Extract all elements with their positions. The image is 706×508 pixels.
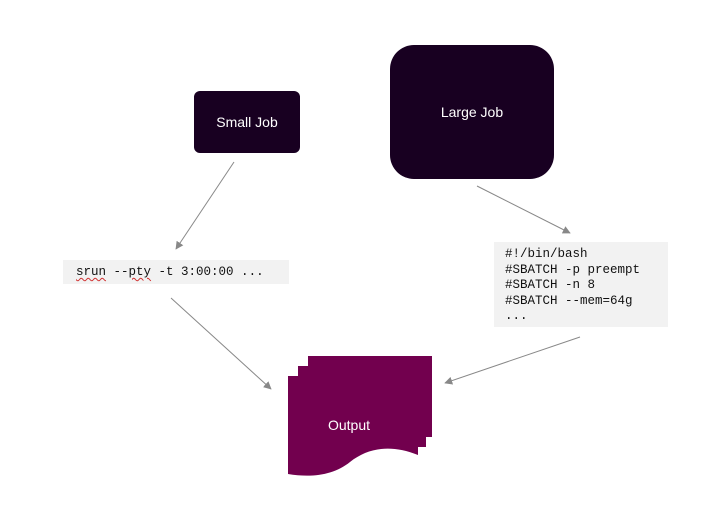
output-doc-middle	[298, 366, 426, 447]
srun-command-box: srun --pty -t 3:00:00 ...	[63, 260, 289, 284]
srun-option-rest: -t 3:00:00 ...	[151, 265, 264, 279]
sbatch-line-shebang: #!/bin/bash	[505, 247, 588, 261]
arrow-small-job-to-srun	[175, 161, 235, 250]
sbatch-line-ellipsis: ...	[505, 309, 528, 323]
output-doc-front	[288, 376, 418, 476]
sbatch-line-tasks: #SBATCH -n 8	[505, 278, 596, 292]
large-job-label: Large Job	[440, 104, 504, 120]
sbatch-line-partition: #SBATCH -p preempt	[505, 262, 641, 277]
small-job-node[interactable]: Small Job	[194, 91, 300, 153]
arrow-srun-to-output	[170, 297, 272, 390]
arrow-large-job-to-sbatch	[476, 185, 571, 234]
srun-option-prefix: --	[106, 265, 129, 279]
sbatch-script-box: #!/bin/bash#SBATCH -p preempt#SBATCH -n …	[494, 242, 668, 327]
output-documents-shape[interactable]	[288, 356, 432, 476]
output-label: Output	[327, 417, 371, 433]
output-doc-back	[308, 356, 432, 437]
sbatch-line-memory: #SBATCH --mem=64g	[505, 293, 633, 308]
small-job-label: Small Job	[216, 114, 278, 130]
arrow-sbatch-to-output	[444, 336, 581, 385]
srun-pty-flag: pty	[128, 265, 152, 279]
srun-command-name: srun	[76, 265, 107, 279]
large-job-node[interactable]: Large Job	[390, 45, 554, 179]
